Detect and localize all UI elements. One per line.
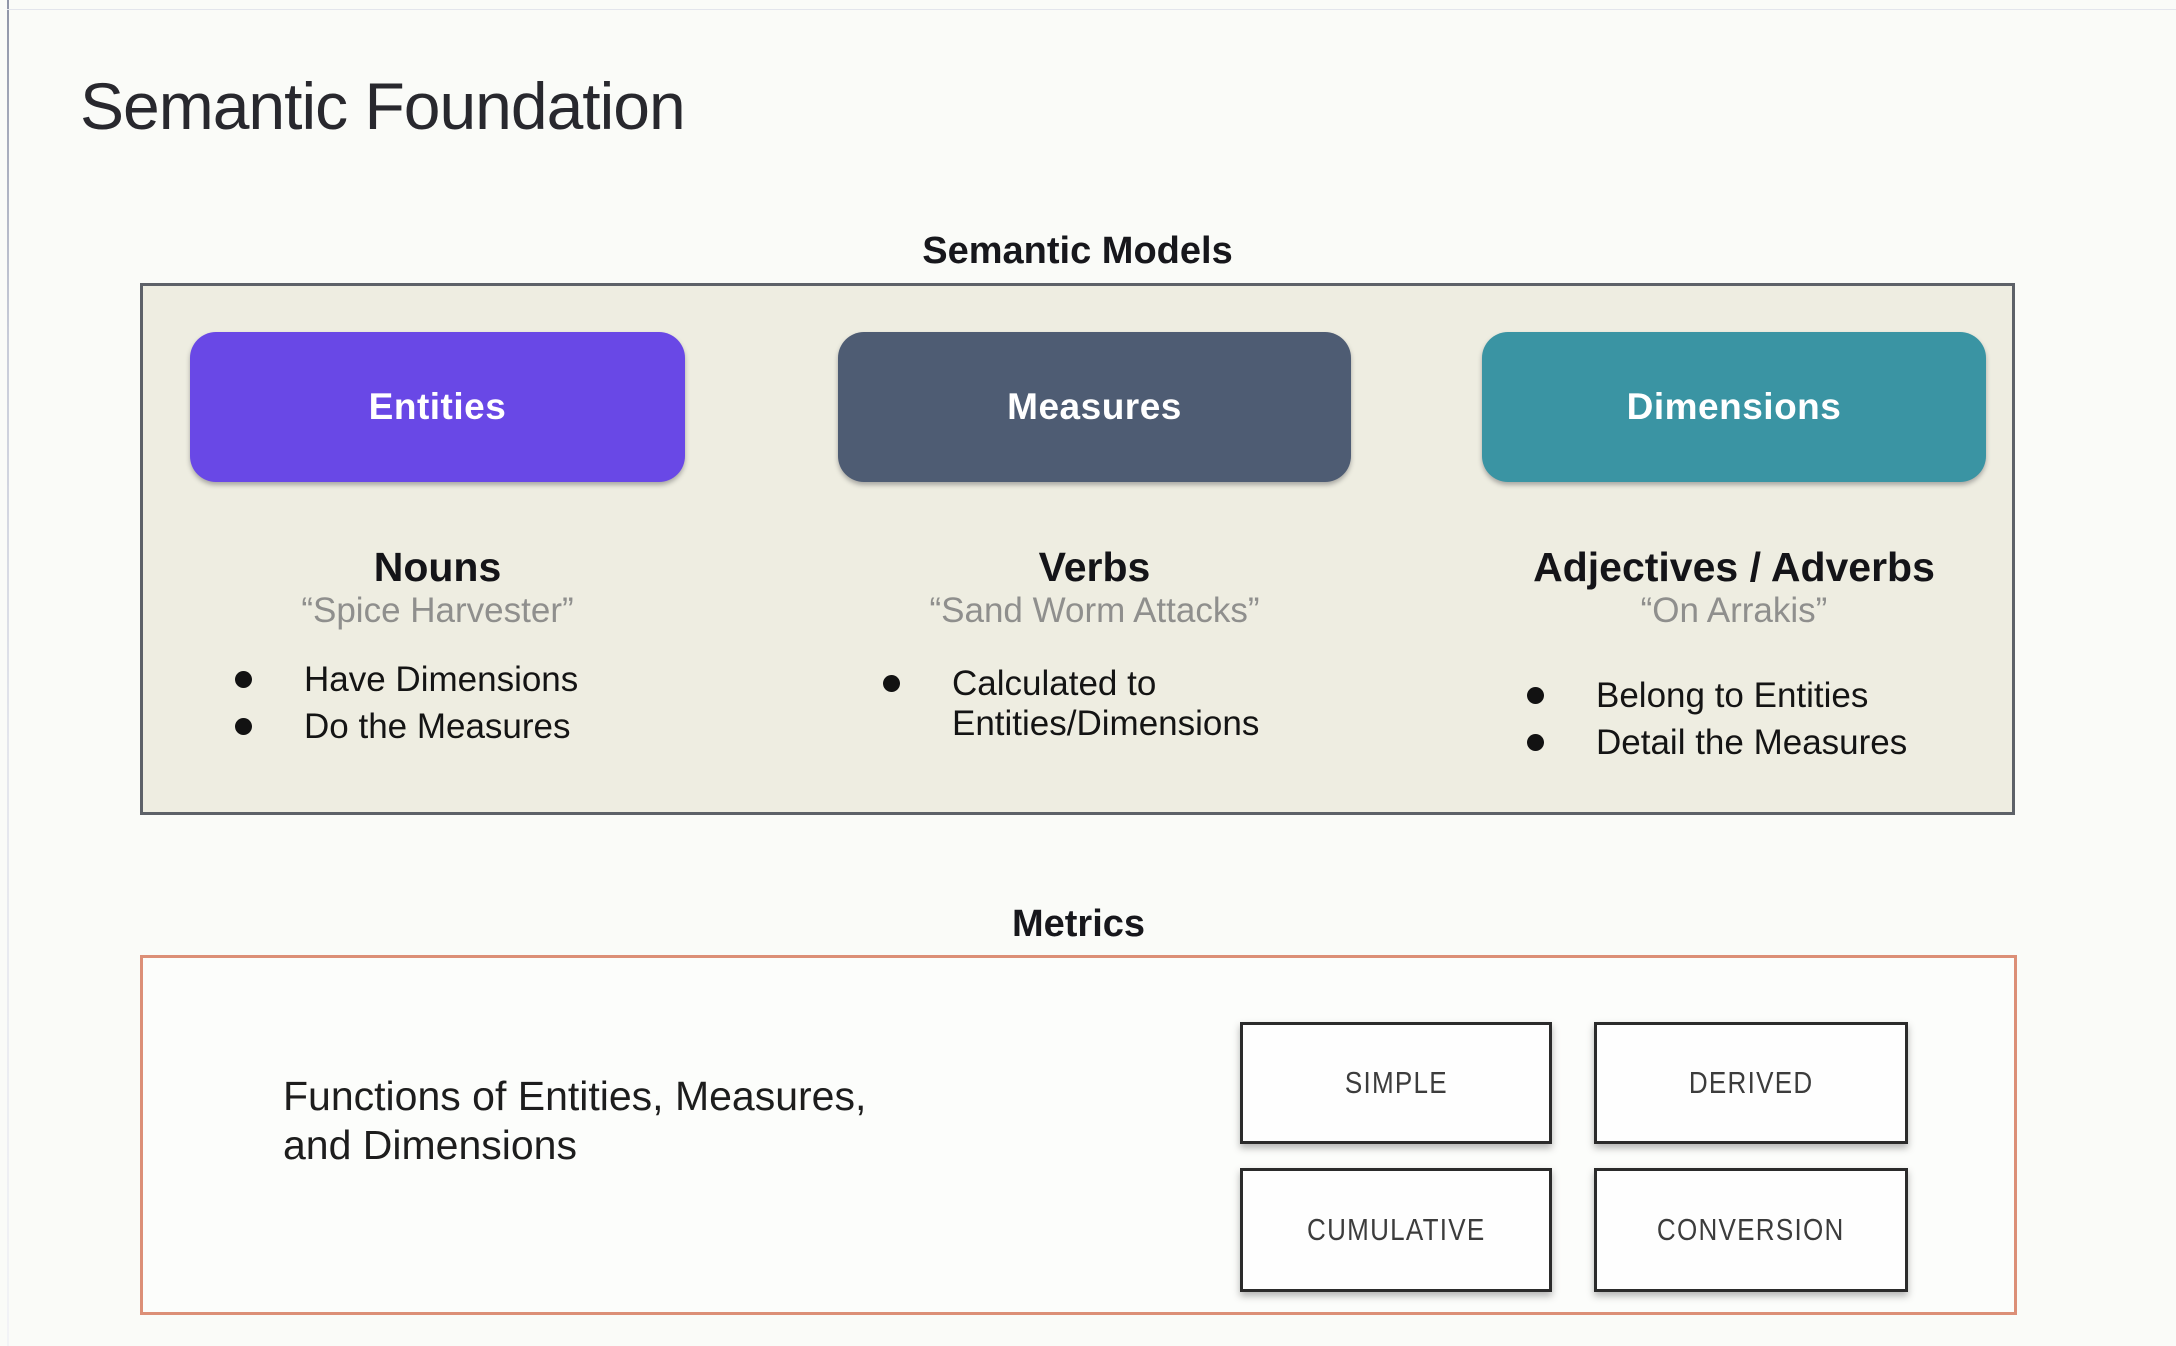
bullet-text: Do the Measures [304,707,571,746]
measures-example: “Sand Worm Attacks” [929,591,1260,630]
entities-column: Entities Nouns “Spice Harvester” Have Di… [190,332,685,754]
entities-pill-label: Entities [368,386,507,427]
measures-pill-label: Measures [1007,386,1182,427]
metric-type-label: CUMULATIVE [1306,1212,1486,1247]
metric-type-simple: SIMPLE [1240,1022,1552,1144]
bullet-dot-icon [1527,734,1544,751]
list-item: Detail the Measures [1527,723,1986,763]
dimensions-word-type: Adjectives / Adverbs [1533,544,1935,590]
list-item: Calculated to Entities/Dimensions [883,664,1351,744]
window-top-edge [7,9,2176,10]
bullet-dot-icon [235,671,252,688]
metrics-description-line: and Dimensions [283,1122,577,1168]
metric-type-label: CONVERSION [1657,1212,1845,1247]
metric-type-label: SIMPLE [1344,1065,1448,1100]
dimensions-pill: Dimensions [1482,332,1986,482]
measures-bullet-list: Calculated to Entities/Dimensions [838,664,1351,744]
measures-pill: Measures [838,332,1351,482]
entities-example: “Spice Harvester” [301,591,574,630]
entities-word-type: Nouns [373,544,502,590]
list-item: Do the Measures [235,707,685,747]
bullet-dot-icon [1527,687,1544,704]
bullet-dot-icon [235,718,252,735]
bullet-text: Detail the Measures [1596,723,1908,762]
dimensions-example: “On Arrakis” [1640,591,1828,630]
metrics-description: Functions of Entities, Measures, and Dim… [283,1072,866,1170]
bullet-dot-icon [883,675,900,692]
dimensions-pill-label: Dimensions [1626,386,1842,427]
metrics-description-line: Functions of Entities, Measures, [283,1073,867,1119]
entities-pill: Entities [190,332,685,482]
dimensions-column: Dimensions Adjectives / Adverbs “On Arra… [1482,332,1986,770]
semantic-models-heading: Semantic Models [922,230,1233,272]
window-left-edge [7,0,9,1346]
list-item: Belong to Entities [1527,676,1986,716]
metrics-heading: Metrics [1011,903,1146,945]
metric-type-conversion: CONVERSION [1594,1168,1908,1292]
page-title: Semantic Foundation [80,69,686,143]
bullet-text: Calculated to Entities/Dimensions [952,664,1260,743]
metric-type-label: DERIVED [1688,1065,1814,1100]
list-item: Have Dimensions [235,660,685,700]
measures-word-type: Verbs [1038,544,1151,590]
metric-type-derived: DERIVED [1594,1022,1908,1144]
dimensions-bullet-list: Belong to Entities Detail the Measures [1482,676,1986,763]
metric-type-cumulative: CUMULATIVE [1240,1168,1552,1292]
bullet-text: Have Dimensions [304,660,579,699]
entities-bullet-list: Have Dimensions Do the Measures [190,660,685,747]
measures-column: Measures Verbs “Sand Worm Attacks” Calcu… [838,332,1351,751]
bullet-text: Belong to Entities [1596,676,1869,715]
